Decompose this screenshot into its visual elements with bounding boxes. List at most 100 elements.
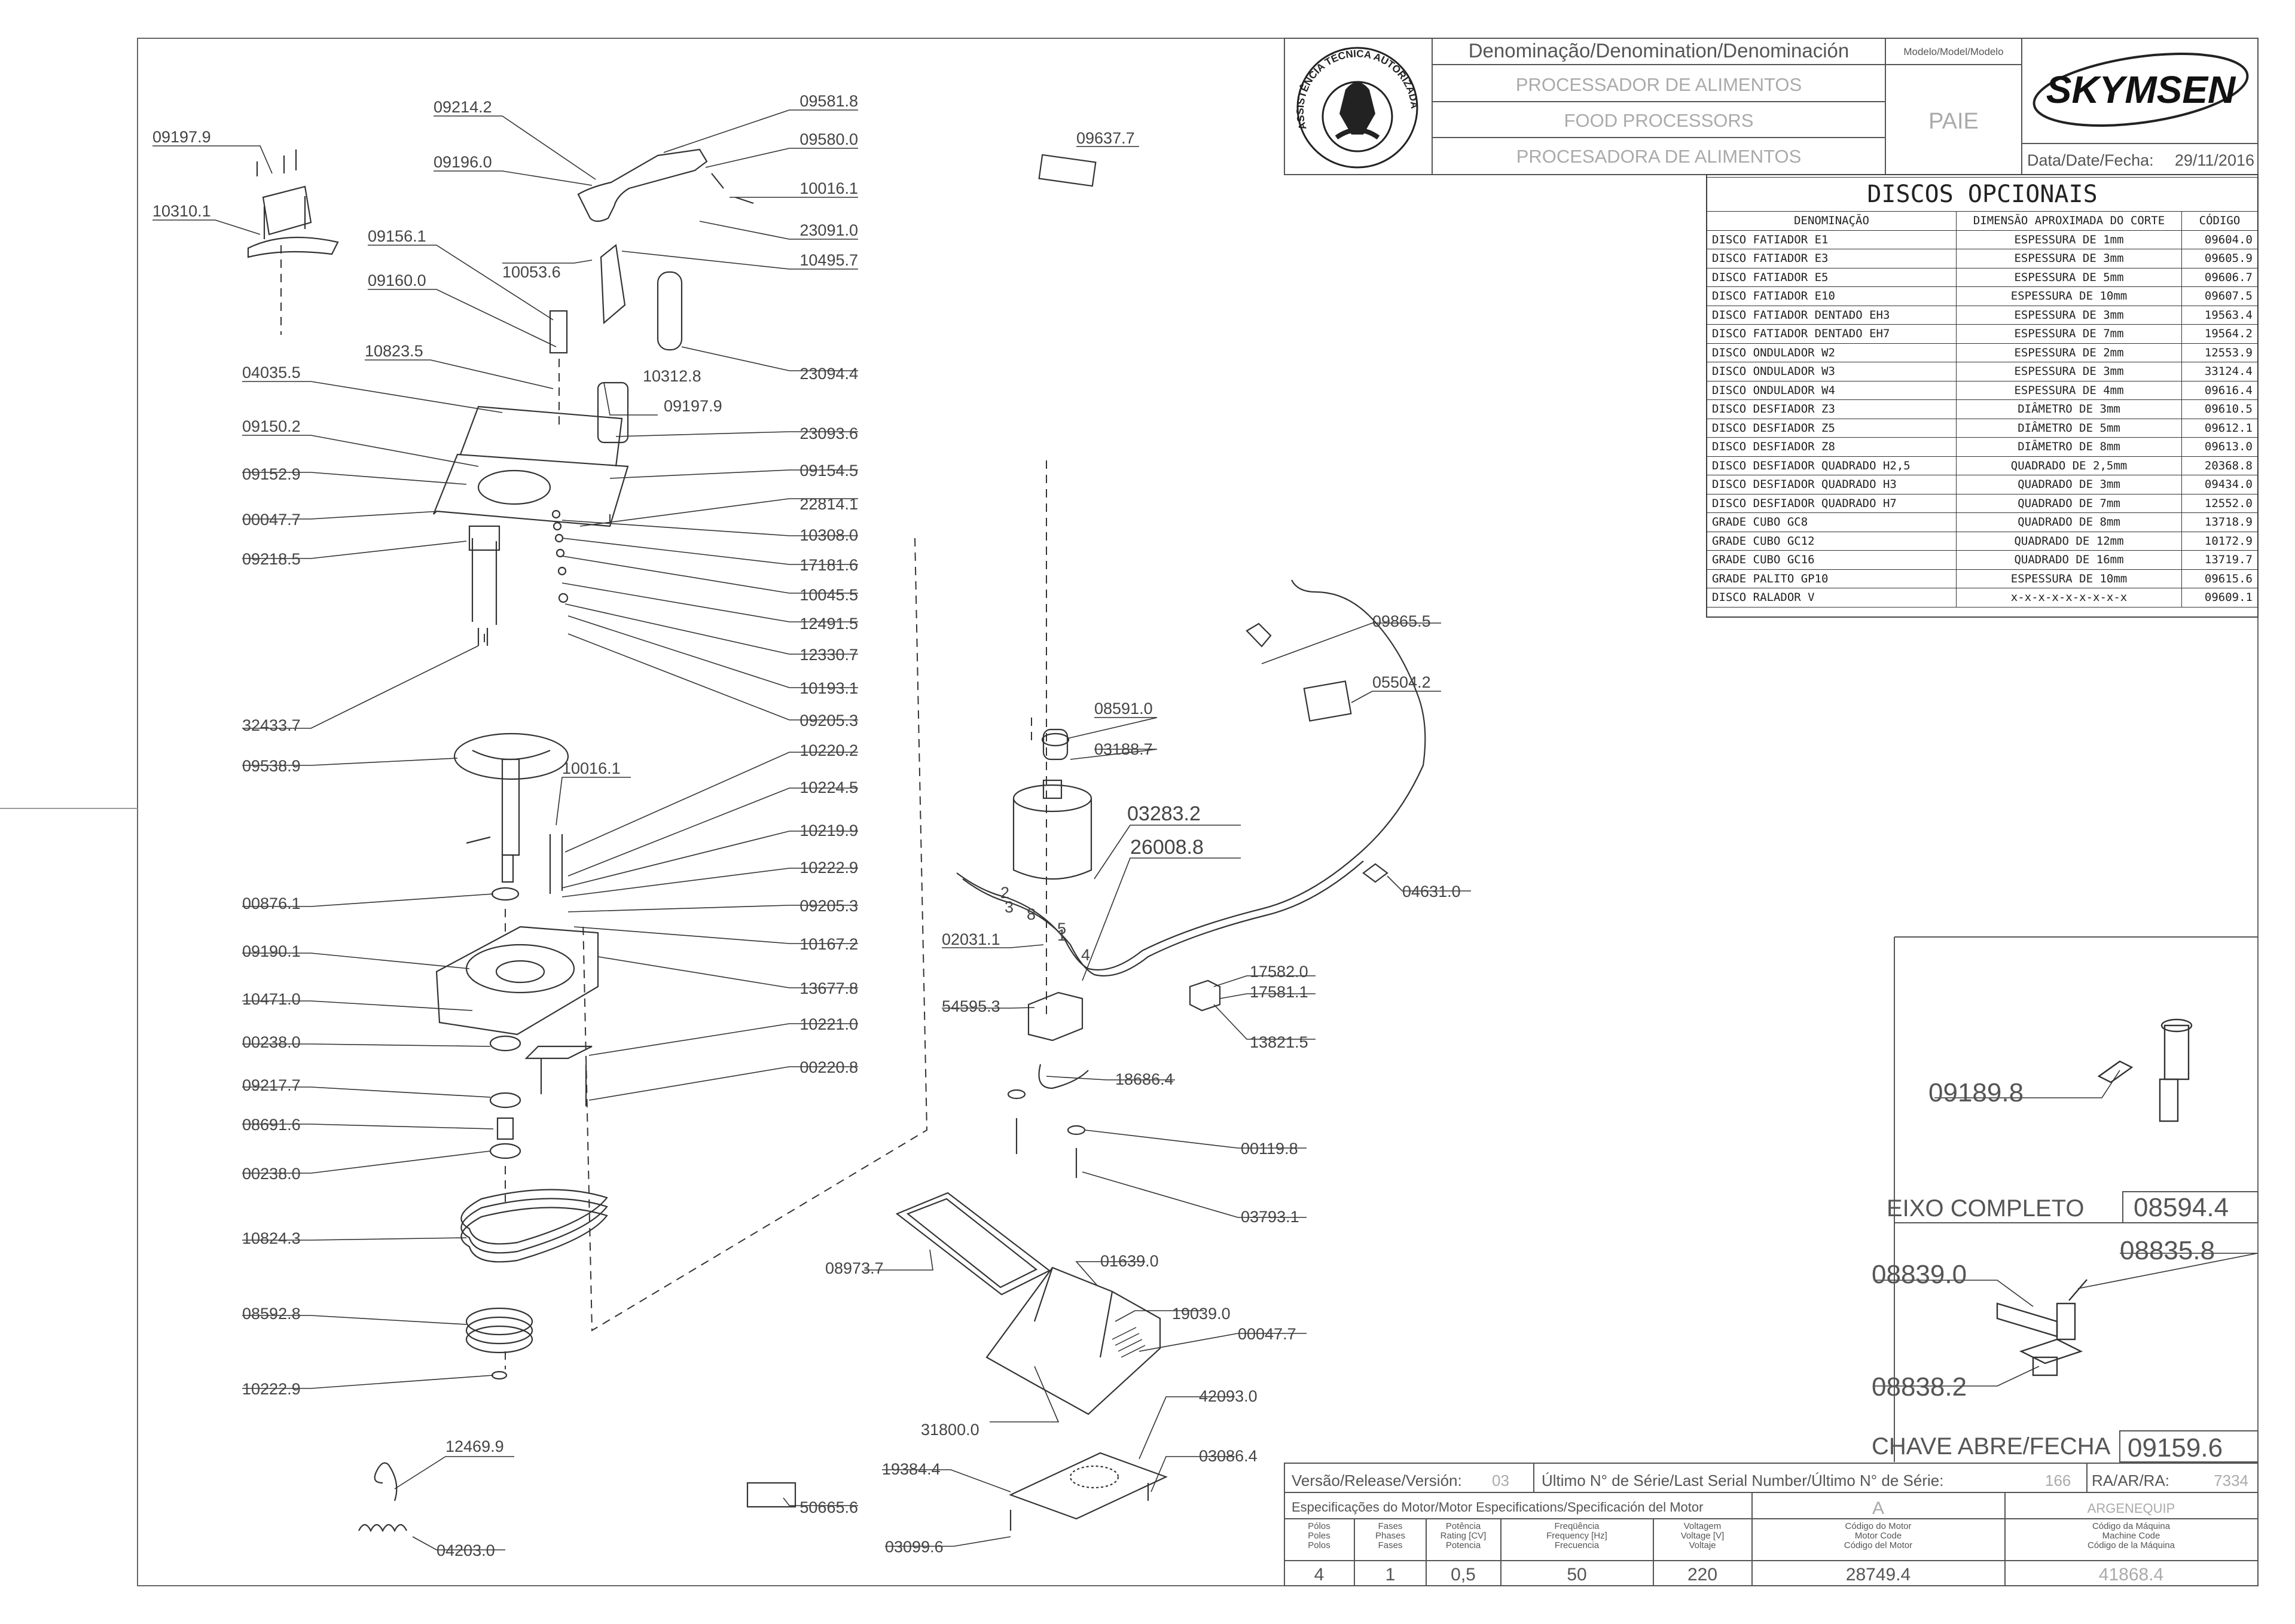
spec-column-header: Freqüência: [1554, 1521, 1600, 1531]
disc-name-cell: DISCO DESFIADOR Z8: [1707, 437, 1957, 457]
spec-column-value: 220: [1687, 1565, 1717, 1585]
part-label: 00238.0: [242, 1165, 301, 1183]
authorized-service-seal: ASSISTÊNCIA TÉCNICA AUTORIZADA: [1295, 47, 1420, 169]
disc-code-cell: 13718.9: [2181, 512, 2258, 532]
switch-code: 09159.6: [2128, 1433, 2223, 1463]
bottom-info-block: [1284, 1463, 2259, 1586]
disc-dimension-cell: ESPESSURA DE 3mm: [1956, 249, 2182, 268]
detail-panels: [1894, 936, 2259, 1463]
disc-dimension-cell: ESPESSURA DE 7mm: [1956, 324, 2182, 344]
part-label: 17581.1: [1250, 983, 1308, 1001]
part-label: 10495.7: [799, 251, 858, 269]
part-label: 09205.3: [799, 897, 858, 915]
part-label: 09150.2: [242, 417, 301, 435]
disc-code-cell: 09607.5: [2181, 286, 2258, 306]
disc-dimension-cell: ESPESSURA DE 5mm: [1956, 267, 2182, 287]
disc-code-cell: 33124.4: [2181, 362, 2258, 381]
wire-number: 5: [1057, 920, 1066, 938]
disc-code-cell: 13719.7: [2181, 550, 2258, 570]
disc-code-cell: 09604.0: [2181, 230, 2258, 249]
wire-number: 1: [1057, 926, 1066, 944]
disc-name-cell: DISCO DESFIADOR QUADRADO H2,5: [1707, 456, 1957, 475]
switch-part-label: 08835.8: [2120, 1236, 2215, 1265]
part-label: 10312.8: [643, 367, 701, 385]
disc-name-cell: DISCO ONDULADOR W2: [1707, 343, 1957, 362]
disc-dimension-cell: ESPESSURA DE 3mm: [1956, 362, 2182, 381]
part-label: 10193.1: [799, 679, 858, 697]
shaft-part-label: 09189.8: [1928, 1078, 2024, 1107]
spec-column-header: Fases: [1378, 1540, 1403, 1550]
disc-dimension-cell: ESPESSURA DE 4mm: [1956, 380, 2182, 400]
left-assembly: [247, 148, 754, 1533]
part-label: 12469.9: [445, 1437, 504, 1455]
part-label: 10053.6: [502, 263, 561, 281]
spec-column-header: Código do Motor: [1845, 1521, 1912, 1531]
part-label: 12491.5: [799, 615, 858, 633]
part-label: 10167.2: [799, 935, 858, 953]
part-label: 00220.8: [799, 1058, 858, 1076]
disc-name-cell: GRADE CUBO GC12: [1707, 531, 1957, 551]
part-label: 09196.0: [434, 153, 492, 171]
disc-name-cell: DISCO ONDULADOR W3: [1707, 362, 1957, 381]
spec-column-header: Voltaje: [1689, 1540, 1716, 1550]
part-label: 32433.7: [242, 716, 301, 734]
part-label: 09637.7: [1076, 129, 1135, 147]
disc-dimension-cell: QUADRADO DE 12mm: [1956, 531, 2182, 551]
part-label: 50665.6: [799, 1498, 858, 1516]
part-label: 04203.0: [437, 1541, 495, 1559]
disc-name-cell: DISCO FATIADOR E5: [1707, 267, 1957, 287]
part-label: 04631.0: [1402, 883, 1461, 900]
part-label: 10471.0: [242, 990, 301, 1008]
disc-dimension-cell: QUADRADO DE 3mm: [1956, 475, 2182, 494]
part-label: 09217.7: [242, 1076, 301, 1094]
disc-name-cell: GRADE CUBO GC8: [1707, 512, 1957, 532]
part-label: 09214.2: [434, 98, 492, 116]
spec-column-value: 41868.4: [2099, 1565, 2163, 1585]
motor-spec-label: Especificações do Motor/Motor Especifica…: [1292, 1500, 1703, 1515]
motor-spec-value: A: [1872, 1498, 1884, 1518]
part-label: 17582.0: [1250, 963, 1308, 981]
disc-name-cell: DISCO DESFIADOR QUADRADO H3: [1707, 475, 1957, 494]
disc-code-cell: 09610.5: [2181, 399, 2258, 419]
spec-column-header: Código da Máquina: [2092, 1521, 2171, 1531]
spec-column-header: Código de la Máquina: [2088, 1540, 2175, 1550]
disc-dimension-cell: DIÂMETRO DE 8mm: [1956, 437, 2182, 457]
disc-code-cell: 09434.0: [2181, 475, 2258, 494]
col-code: CÓDIGO: [2181, 211, 2258, 231]
part-label: 09197.9: [152, 128, 211, 146]
disc-dimension-cell: ESPESSURA DE 1mm: [1956, 230, 2182, 249]
part-label: 13677.8: [799, 979, 858, 997]
motor-spec-columns: PólosPolesPolos4FasesPhasesFases1Potênci…: [1308, 1521, 2175, 1585]
ra-value: 7334: [2214, 1472, 2248, 1489]
part-label: 03086.4: [1199, 1447, 1258, 1465]
part-label: 04035.5: [242, 364, 301, 381]
disc-name-cell: DISCO DESFIADOR Z5: [1707, 418, 1957, 438]
part-label: 12330.7: [799, 646, 858, 664]
product-name-en: FOOD PROCESSORS: [1564, 110, 1754, 131]
version-value: 03: [1492, 1472, 1509, 1489]
bottom-info-text: Versão/Release/Versión: 03 Último N° de …: [1292, 1472, 2248, 1518]
spec-column-header: Voltagem: [1684, 1521, 1722, 1531]
sheet-border: [137, 38, 2259, 1586]
disc-name-cell: DISCO FATIADOR DENTADO EH3: [1707, 305, 1957, 325]
part-label: 10045.5: [799, 586, 858, 604]
spec-column-header: Pólos: [1308, 1521, 1330, 1531]
svg-text:SKYMSEN: SKYMSEN: [2046, 68, 2236, 111]
denomination-header: Denominação/Denomination/Denominación: [1469, 39, 1850, 62]
model-value: PAIE: [1928, 109, 1979, 134]
part-label: 10310.1: [152, 202, 211, 220]
table-header-row: DENOMINAÇÃO DIMENSÃO APROXIMADA DO CORTE…: [1707, 211, 2258, 231]
spec-column-header: Código del Motor: [1844, 1540, 1912, 1550]
disc-code-cell: 10172.9: [2181, 531, 2258, 551]
col-denomination: DENOMINAÇÃO: [1707, 211, 1957, 231]
part-label: 10308.0: [799, 526, 858, 544]
manufacturer: ARGENEQUIP: [2088, 1501, 2175, 1516]
wire-number: 3: [1005, 898, 1014, 916]
